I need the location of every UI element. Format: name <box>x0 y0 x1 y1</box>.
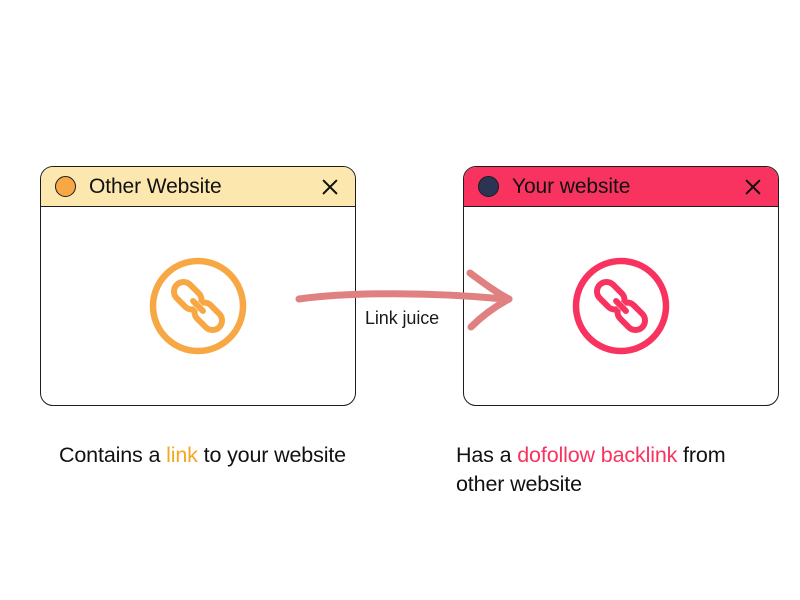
caption-right-part1: Has a <box>456 443 518 467</box>
window-your-website[interactable]: Your website <box>463 166 779 406</box>
caption-other-website: Contains a link to your website <box>59 441 349 470</box>
link-chain-icon <box>572 257 670 355</box>
caption-left-part2: to your website <box>197 443 347 467</box>
link-chain-icon <box>149 257 247 355</box>
close-icon[interactable] <box>319 176 341 198</box>
caption-your-website: Has a dofollow backlink from other websi… <box>456 441 766 499</box>
caption-left-highlight: link <box>166 443 198 467</box>
close-icon[interactable] <box>742 176 764 198</box>
caption-right-part2: from other website <box>456 443 726 496</box>
titlebar-other-website: Other Website <box>41 167 355 207</box>
window-title-other-website: Other Website <box>89 175 222 198</box>
window-body-your-website <box>464 207 778 405</box>
window-title-your-website: Your website <box>512 175 631 198</box>
window-body-other-website <box>41 207 355 405</box>
caption-right-highlight: dofollow backlink <box>517 443 678 467</box>
window-dot-icon <box>478 176 499 197</box>
caption-left-part1: Contains a <box>59 443 167 467</box>
arrow-label-link-juice: Link juice <box>365 308 440 328</box>
window-other-website[interactable]: Other Website <box>40 166 356 406</box>
titlebar-your-website: Your website <box>464 167 778 207</box>
window-dot-icon <box>55 176 76 197</box>
